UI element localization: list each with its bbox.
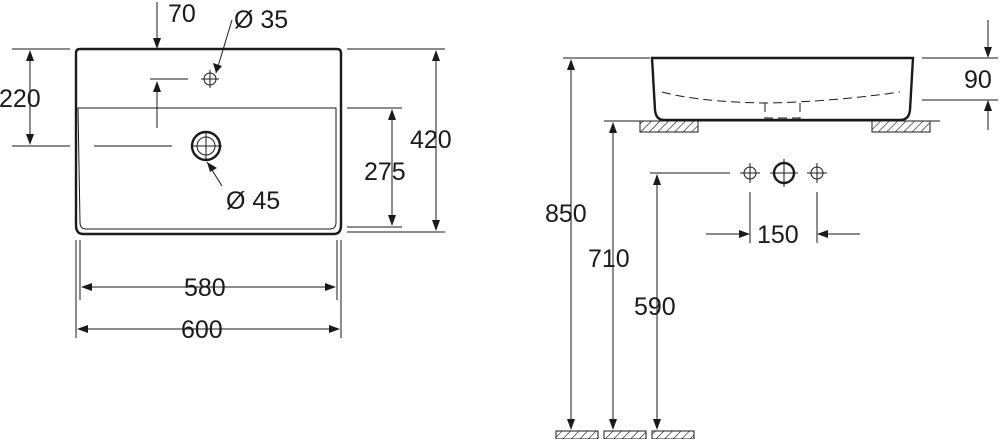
- label-600: 600: [181, 316, 223, 344]
- dim-850: [563, 57, 650, 430]
- dim-275: [347, 107, 402, 228]
- label-220: 220: [0, 85, 41, 113]
- label-580: 580: [184, 274, 226, 302]
- dim-420: [347, 48, 445, 233]
- dim-90: [922, 20, 998, 130]
- bowl-hidden-line: [661, 91, 901, 104]
- dim-590: [650, 172, 730, 430]
- label-850: 850: [545, 200, 587, 228]
- basin-outline-plan: [74, 47, 343, 236]
- label-275: 275: [364, 158, 406, 186]
- drain-hole: [94, 130, 223, 187]
- dim-70: [153, 2, 161, 128]
- plan-view: [12, 2, 445, 338]
- basin-outline-side: [650, 56, 915, 122]
- label-420: 420: [410, 126, 452, 154]
- label-590: 590: [634, 293, 676, 321]
- label-150: 150: [757, 221, 799, 249]
- dim-710: [604, 120, 640, 430]
- dim-600: [75, 240, 342, 338]
- dim-220: [12, 48, 70, 147]
- dim-580: [79, 240, 338, 300]
- basin-inner-line: [77, 107, 337, 230]
- label-70: 70: [168, 0, 196, 28]
- tap-hole: [150, 19, 233, 88]
- label-710: 710: [588, 245, 630, 273]
- label-90: 90: [964, 66, 992, 94]
- side-view: [555, 20, 998, 439]
- label-diameter-45: Ø 45: [226, 187, 280, 215]
- wall-holes: [740, 159, 827, 187]
- dim-150: [706, 192, 860, 243]
- label-diameter-35: Ø 35: [234, 6, 288, 34]
